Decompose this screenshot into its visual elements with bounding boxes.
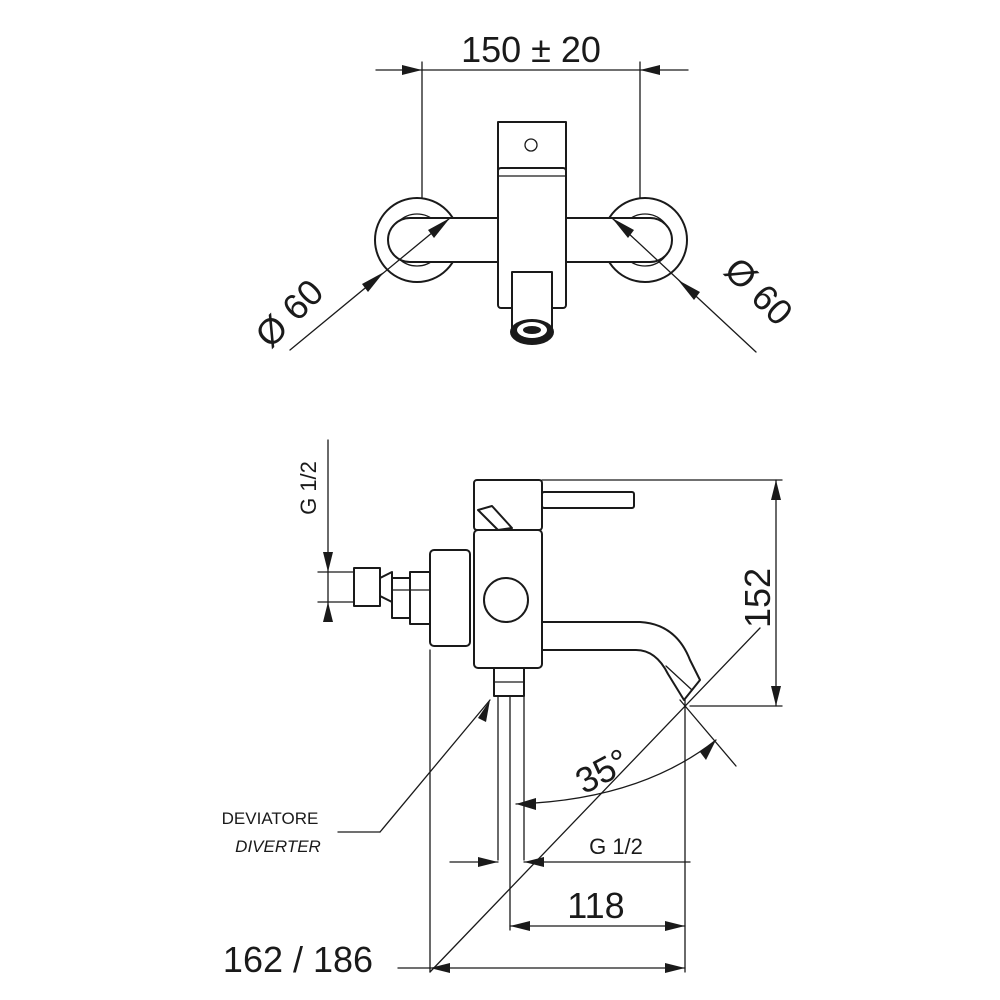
spout-dimension: 118 xyxy=(509,885,686,931)
total-depth-dimension: 162 / 186 xyxy=(223,939,686,980)
diverter-label: DEVIATORE xyxy=(222,809,319,828)
side-view: G 1/2 xyxy=(222,439,783,980)
lever-pin-icon xyxy=(524,138,538,152)
side-flange xyxy=(429,549,471,647)
outlet-thread-dimension: G 1/2 xyxy=(449,834,691,867)
spout-dimension-label: 118 xyxy=(567,885,624,926)
diverter-knob-icon xyxy=(483,577,529,623)
wall-connector xyxy=(353,567,433,625)
height-dimension-label: 152 xyxy=(737,568,778,628)
diverter-callout: DEVIATORE DIVERTER xyxy=(222,699,491,856)
width-dimension: 150 ± 20 xyxy=(375,29,689,229)
inlet-thread-dimension: G 1/2 xyxy=(296,439,357,622)
angle-label: 35° xyxy=(568,740,635,802)
outlet-thread-label: G 1/2 xyxy=(589,834,643,859)
total-depth-label: 162 / 186 xyxy=(223,939,373,980)
spout xyxy=(541,621,701,701)
lever-handle xyxy=(497,121,567,171)
inlet-thread-label: G 1/2 xyxy=(296,461,321,515)
right-diameter-label: Ø 60 xyxy=(717,249,801,333)
top-view: 150 ± 20 Ø 60 xyxy=(247,29,801,355)
side-lever xyxy=(541,491,635,509)
diverter-label-en: DIVERTER xyxy=(235,837,321,856)
left-diameter-label: Ø 60 xyxy=(247,271,331,355)
height-dimension: 152 xyxy=(541,479,783,707)
width-dimension-label: 150 ± 20 xyxy=(461,29,601,70)
